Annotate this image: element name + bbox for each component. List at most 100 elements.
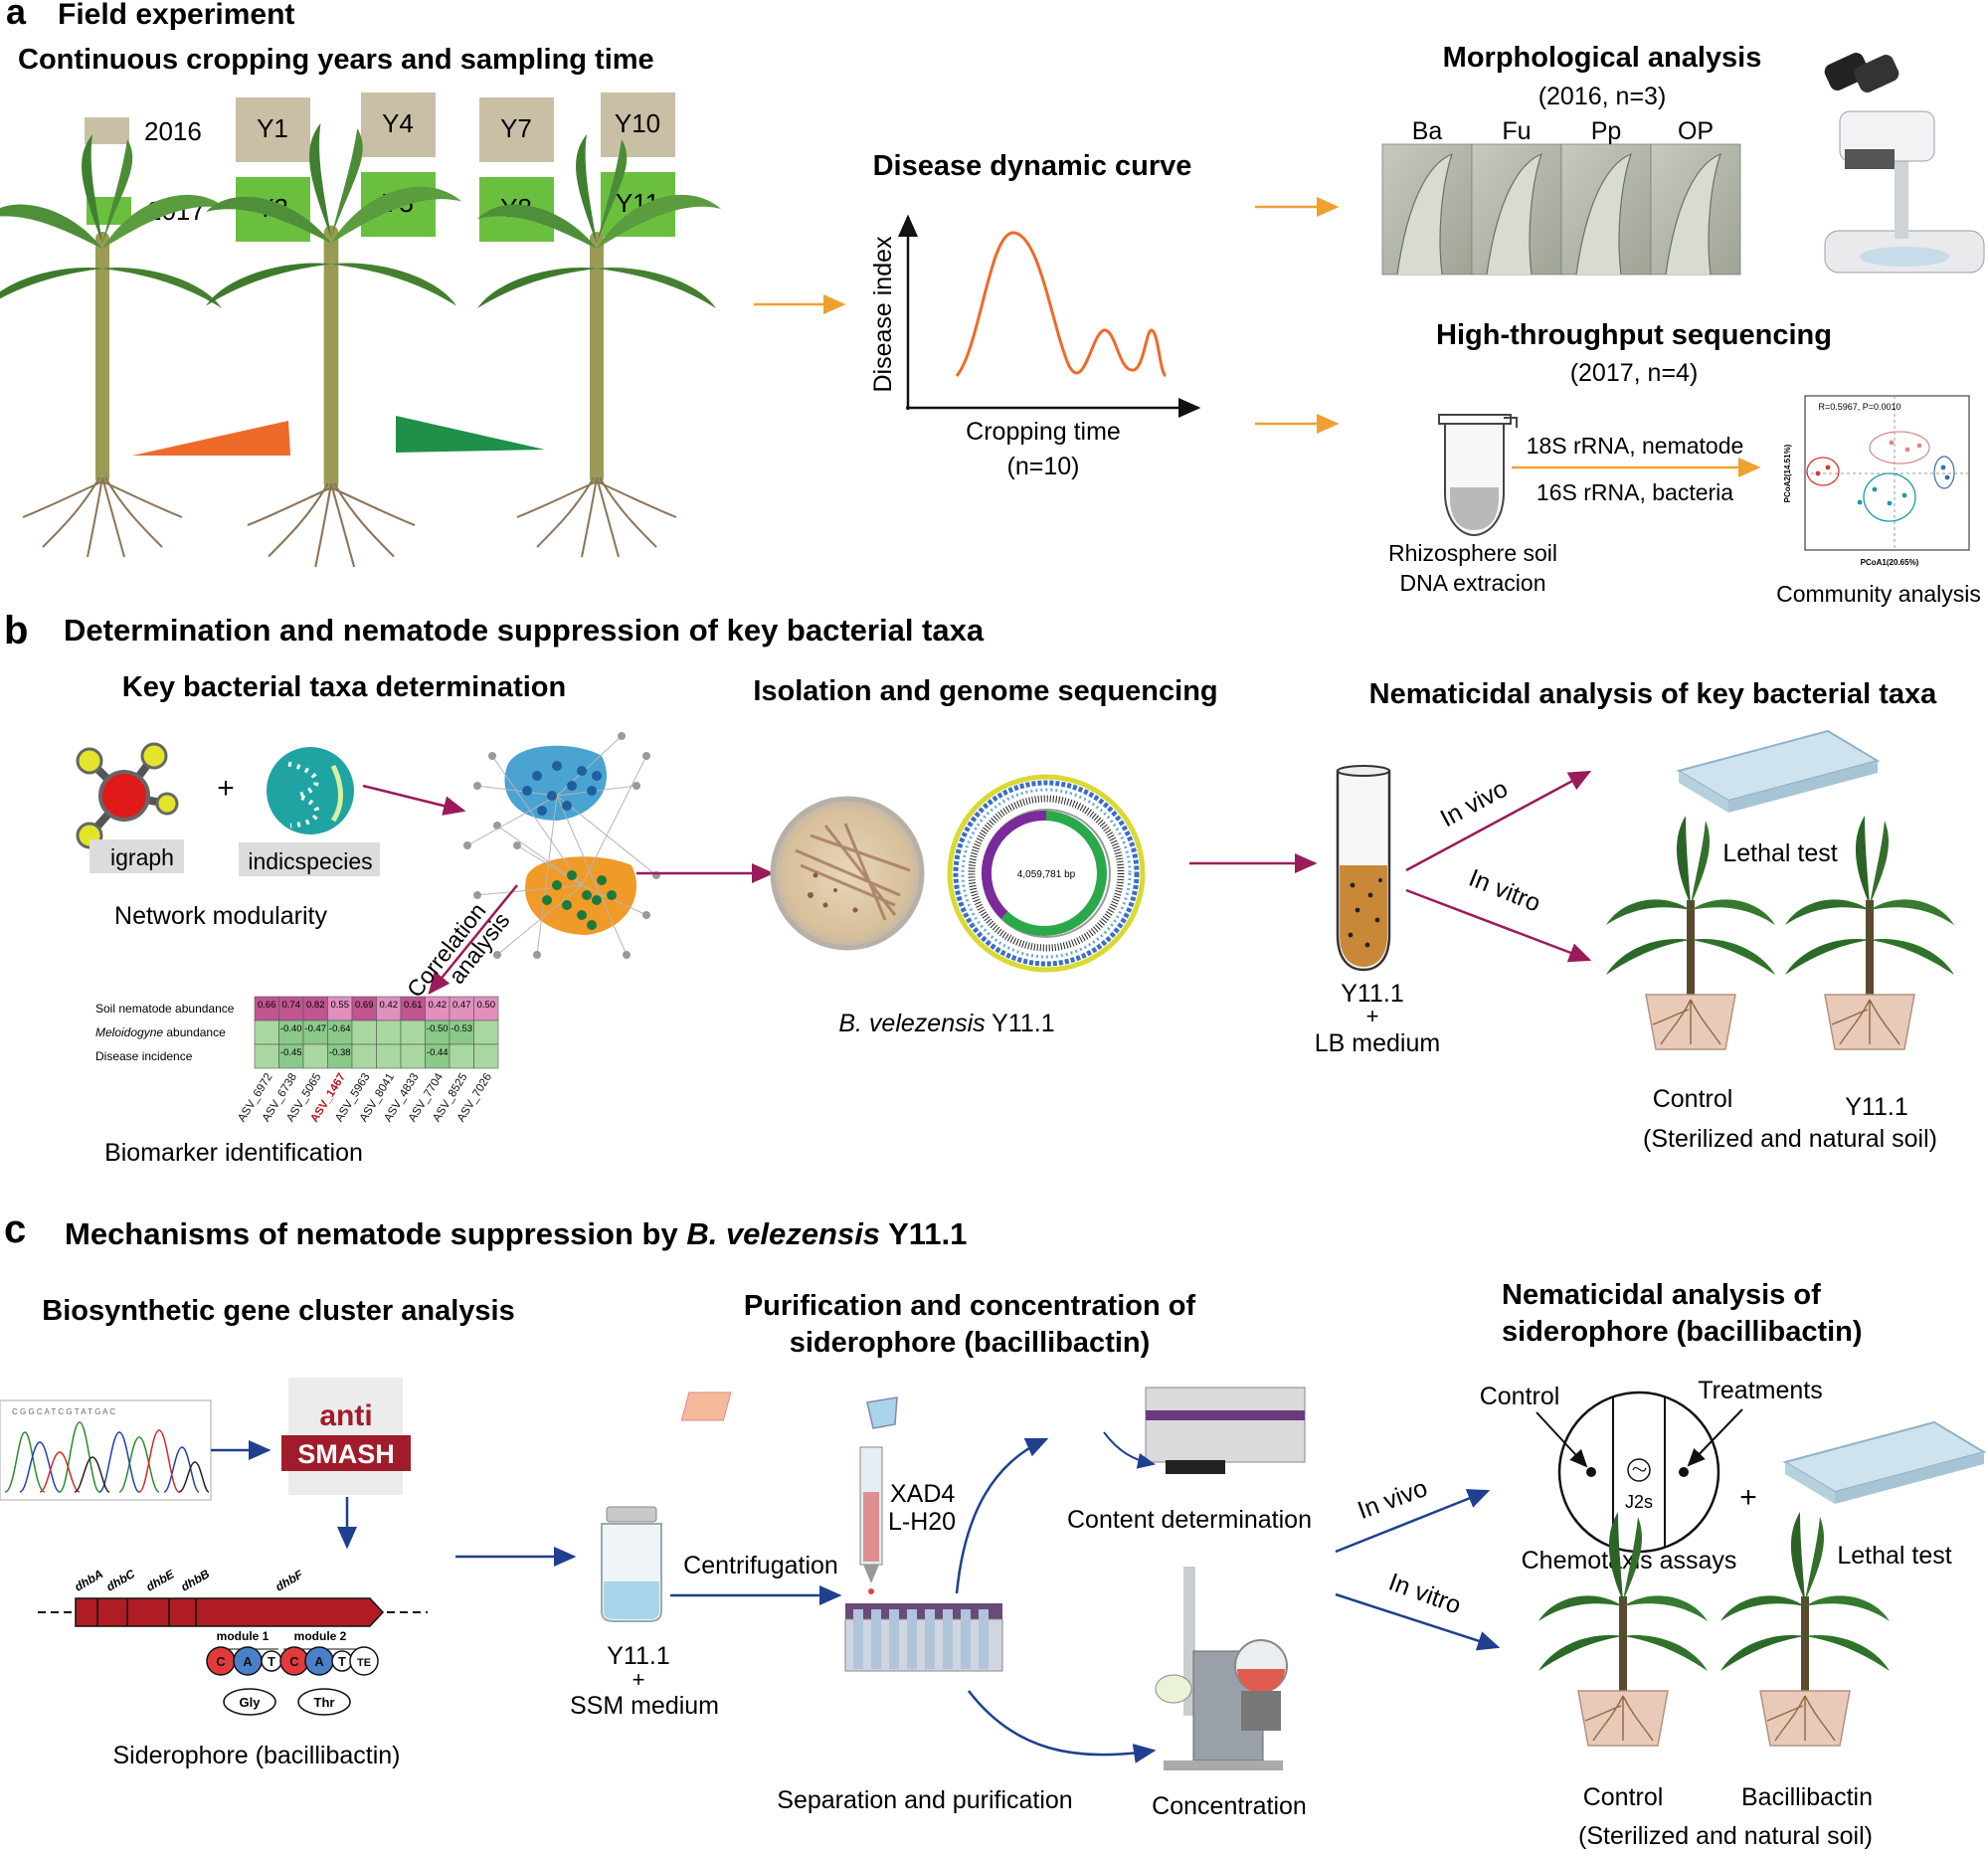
plus-sign-c: + bbox=[1739, 1481, 1757, 1514]
heatmap-row-label: Disease incidence bbox=[95, 1049, 193, 1063]
genome-size: 4,059,781 bp bbox=[1017, 869, 1076, 880]
domain-TE bbox=[349, 1646, 379, 1676]
lh20-label: L-H20 bbox=[888, 1508, 956, 1536]
gene-label-dhbC: dhbC bbox=[104, 1567, 138, 1594]
network-node-grey bbox=[488, 752, 496, 760]
network-node-green bbox=[552, 880, 562, 890]
network-node-green bbox=[542, 895, 552, 905]
network-label: Network modularity bbox=[114, 902, 327, 930]
year-swatch-2016 bbox=[85, 117, 129, 144]
gene-label-dhbA: dhbA bbox=[73, 1567, 106, 1593]
network-node-grey bbox=[623, 951, 631, 959]
panel-c-title: Mechanisms of nematode suppression by B.… bbox=[65, 1216, 967, 1251]
arrow-treatment-pointer bbox=[1687, 1408, 1743, 1467]
network-node-grey bbox=[618, 732, 626, 740]
seq-note: (2017, n=4) bbox=[1570, 359, 1699, 387]
heatmap-row-label: Soil nematode abundance bbox=[95, 1002, 235, 1016]
year-grid: 2016Y1Y4Y7Y102017Y2Y5Y8Y11 bbox=[85, 93, 675, 242]
network-node-blue bbox=[532, 771, 542, 781]
micrograph-label-OP: OP bbox=[1678, 117, 1714, 145]
panel-b-sub1: Key bacterial taxa determination bbox=[122, 671, 566, 703]
jar-top: Y11.1 bbox=[607, 1642, 669, 1670]
j2s-label: J2s bbox=[1625, 1492, 1653, 1512]
network-edge bbox=[556, 795, 657, 876]
heatmap-value: 0.82 bbox=[306, 1000, 325, 1011]
gene-label-dhbF: dhbF bbox=[273, 1567, 306, 1593]
treat-label-b: Y11.1 bbox=[1845, 1093, 1907, 1121]
soil-label-c: (Sterilized and natural soil) bbox=[1578, 1822, 1873, 1850]
year-box-Y10 bbox=[601, 93, 675, 157]
treat-label-c: Bacillibactin bbox=[1741, 1783, 1873, 1811]
network-node-blue bbox=[592, 771, 602, 781]
nematode-head-OP bbox=[1665, 152, 1721, 276]
year-box-Y4 bbox=[361, 93, 436, 157]
year-box-label-Y10: Y10 bbox=[615, 108, 660, 138]
network-node-blue bbox=[567, 781, 577, 791]
seq-arrow-bottom: 16S rRNA, bacteria bbox=[1536, 479, 1733, 505]
heatmap-value: -0.50 bbox=[427, 1023, 449, 1034]
curve-note: (n=10) bbox=[1007, 453, 1080, 480]
concentration-label: Concentration bbox=[1152, 1792, 1307, 1820]
heatmap-cell bbox=[351, 1043, 377, 1069]
thr-label: Thr bbox=[314, 1695, 335, 1710]
heatmap-cell bbox=[278, 1043, 304, 1069]
control-label-c: Control bbox=[1583, 1783, 1664, 1811]
panel-c-letter: c bbox=[4, 1207, 26, 1251]
network-node-grey bbox=[493, 951, 501, 959]
panel-c-sub3-line2: siderophore (bacillibactin) bbox=[1502, 1316, 1863, 1348]
heatmap-cell bbox=[327, 996, 353, 1021]
gene-label-dhbB: dhbB bbox=[179, 1567, 213, 1594]
heatmap-cell bbox=[400, 996, 426, 1021]
panel-c-sub1: Biosynthetic gene cluster analysis bbox=[42, 1295, 514, 1327]
biomarker-label: Biomarker identification bbox=[104, 1139, 363, 1167]
network-node-grey bbox=[463, 841, 471, 849]
gene-label-dhbE: dhbE bbox=[144, 1567, 178, 1594]
year-box-label-Y7: Y7 bbox=[500, 113, 532, 143]
heatmap-value: -0.53 bbox=[451, 1023, 472, 1034]
heatmap-cell bbox=[400, 1019, 426, 1045]
heatmap-cell bbox=[473, 1043, 499, 1069]
antismash-smash: SMASH bbox=[297, 1439, 395, 1469]
heatmap-value: 0.50 bbox=[477, 1000, 496, 1011]
heatmap-cell bbox=[302, 1019, 328, 1045]
curve-title: Disease dynamic curve bbox=[873, 150, 1192, 182]
heatmap-value: -0.44 bbox=[427, 1047, 449, 1058]
network-node-blue bbox=[547, 791, 557, 801]
tube-label-2: DNA extracion bbox=[1399, 570, 1545, 596]
indicspecies-logo-icon bbox=[267, 747, 354, 834]
in-vitro-label-c: In vitro bbox=[1385, 1568, 1465, 1619]
chemotaxis-label: Chemotaxis assays bbox=[1522, 1547, 1737, 1575]
year-box-label-Y4: Y4 bbox=[382, 108, 414, 138]
culture-tube-icon bbox=[1336, 765, 1391, 972]
network-node-green bbox=[587, 920, 597, 930]
genome-circle-map: 4,059,781 bp bbox=[947, 774, 1146, 973]
network-node-blue bbox=[522, 786, 532, 796]
panel-b-title: Determination and nematode suppression o… bbox=[64, 613, 985, 648]
seq-arrow-top: 18S rRNA, nematode bbox=[1527, 433, 1744, 459]
heatmap-value: 0.69 bbox=[355, 1000, 374, 1011]
decreasing-wedge bbox=[396, 416, 545, 453]
module-1-label: module 1 bbox=[217, 1629, 270, 1643]
heatmap-value: -0.40 bbox=[280, 1023, 302, 1034]
arrow-control-pointer bbox=[1536, 1411, 1588, 1468]
in-vitro-label-b: In vitro bbox=[1465, 864, 1544, 918]
domain-label-C: C bbox=[216, 1654, 226, 1669]
network-edge bbox=[496, 884, 583, 956]
heatmap-cell bbox=[400, 1043, 426, 1069]
heatmap-cell bbox=[327, 1043, 353, 1069]
heatmap-cell bbox=[254, 1043, 279, 1069]
panel-a-subtitle: Continuous cropping years and sampling t… bbox=[18, 44, 654, 76]
culture-plus: + bbox=[1366, 1004, 1379, 1028]
curve-ylabel: Disease index bbox=[869, 236, 897, 393]
heatmap-value: -0.64 bbox=[329, 1023, 351, 1034]
heatmap-value: -0.45 bbox=[280, 1047, 302, 1058]
heatmap-cell bbox=[327, 1019, 353, 1045]
network-node-blue bbox=[552, 761, 562, 771]
heatmap-row-label: Meloidogyne abundance bbox=[95, 1025, 226, 1039]
heatmap-value: 0.66 bbox=[258, 1000, 276, 1011]
network-edge bbox=[476, 884, 583, 896]
network-node-green bbox=[597, 875, 607, 885]
control-pointer-label: Control bbox=[1480, 1383, 1560, 1410]
culture-top: Y11.1 bbox=[1341, 980, 1403, 1008]
